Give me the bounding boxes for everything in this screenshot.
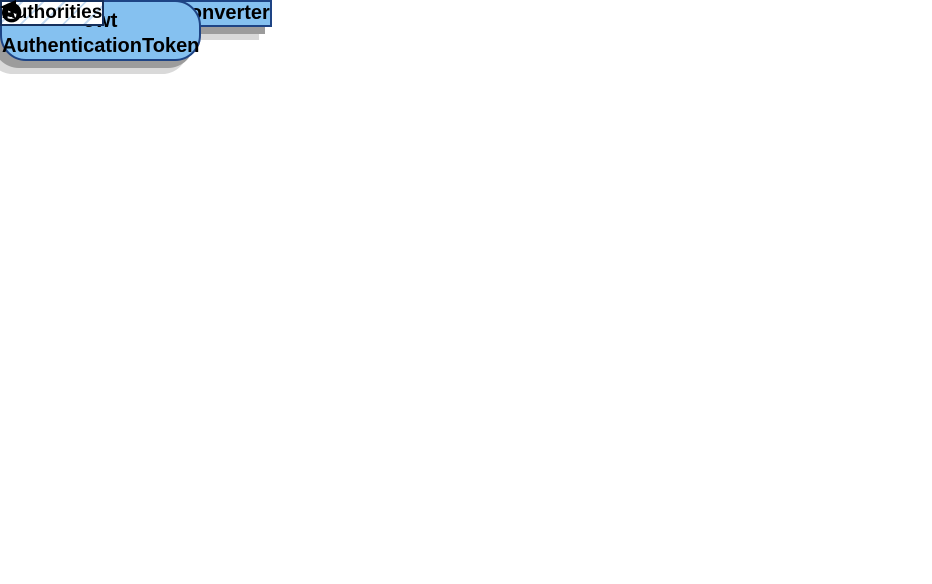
- authorities-field-chip: Authorities: [0, 0, 105, 26]
- arrow-left-icon: [0, 0, 16, 14]
- jwt-authentication-token-title-line2: AuthenticationToken: [2, 35, 200, 57]
